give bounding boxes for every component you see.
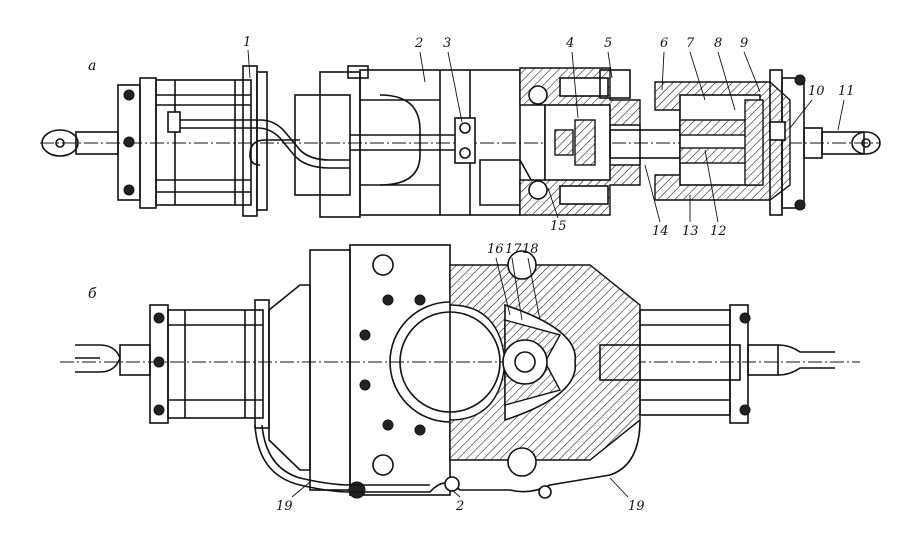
view-label-b: б <box>88 286 97 302</box>
view-label-a: а <box>88 58 96 74</box>
svg-text:5: 5 <box>604 36 612 51</box>
callout-1: 1 <box>243 35 251 79</box>
callout-18: 18 <box>522 242 541 321</box>
main-housing-b <box>268 244 451 499</box>
view-a-assembly <box>40 65 881 218</box>
callout-16: 16 <box>487 242 511 316</box>
callout-5: 5 <box>604 36 613 79</box>
svg-text:19: 19 <box>276 499 293 514</box>
svg-text:3: 3 <box>443 36 451 51</box>
svg-text:19: 19 <box>628 499 645 514</box>
callout-14: 14 <box>644 164 669 239</box>
callouts-view-b: 16 17 18 19 2 19 <box>276 242 645 514</box>
right-cylinder <box>654 69 806 216</box>
callout-11: 11 <box>837 84 855 131</box>
left-flange-b <box>149 299 270 429</box>
svg-text:16: 16 <box>487 242 504 257</box>
callout-8: 8 <box>714 36 736 111</box>
callout-19-right: 19 <box>609 477 645 514</box>
svg-text:4: 4 <box>565 36 574 51</box>
right-eye-end <box>803 127 881 159</box>
callout-2: 2 <box>414 36 426 83</box>
callout-10: 10 <box>789 84 825 129</box>
callout-4: 4 <box>565 36 579 119</box>
svg-text:13: 13 <box>682 224 699 239</box>
svg-text:17: 17 <box>505 242 522 257</box>
callout-17: 17 <box>505 242 523 321</box>
callout-13: 13 <box>682 195 699 239</box>
central-housing <box>294 65 547 218</box>
left-tie-rod-frame <box>155 65 268 217</box>
view-labels: а б <box>88 58 97 302</box>
callouts-view-a: 1 2 3 4 5 6 7 8 9 10 11 12 13 14 15 <box>243 35 855 239</box>
svg-text:18: 18 <box>522 242 539 257</box>
svg-text:10: 10 <box>808 84 825 99</box>
svg-text:15: 15 <box>550 219 567 234</box>
svg-text:14: 14 <box>652 224 669 239</box>
rotor-section-b <box>449 250 641 477</box>
oil-pipe-b <box>254 419 641 499</box>
callout-19-left: 19 <box>276 481 311 514</box>
svg-text:8: 8 <box>714 36 722 51</box>
svg-text:2: 2 <box>455 499 464 514</box>
callout-6: 6 <box>660 36 668 91</box>
svg-text:2: 2 <box>414 36 423 51</box>
svg-text:1: 1 <box>243 35 251 50</box>
right-cylinder-b <box>599 304 835 424</box>
callout-15: 15 <box>547 187 567 234</box>
callout-3: 3 <box>443 36 463 123</box>
callout-2-bottom: 2 <box>451 489 464 514</box>
svg-text:9: 9 <box>740 36 748 51</box>
left-cylinder-flange <box>117 77 157 209</box>
callout-12: 12 <box>704 149 727 239</box>
svg-text:11: 11 <box>838 84 855 99</box>
left-pipework <box>167 111 350 169</box>
view-b-assembly <box>60 244 860 499</box>
svg-text:6: 6 <box>660 36 668 51</box>
callout-9: 9 <box>740 36 761 93</box>
svg-text:12: 12 <box>710 224 727 239</box>
svg-text:7: 7 <box>686 36 695 51</box>
sectioned-piston-body <box>519 67 641 216</box>
callout-7: 7 <box>686 36 706 101</box>
